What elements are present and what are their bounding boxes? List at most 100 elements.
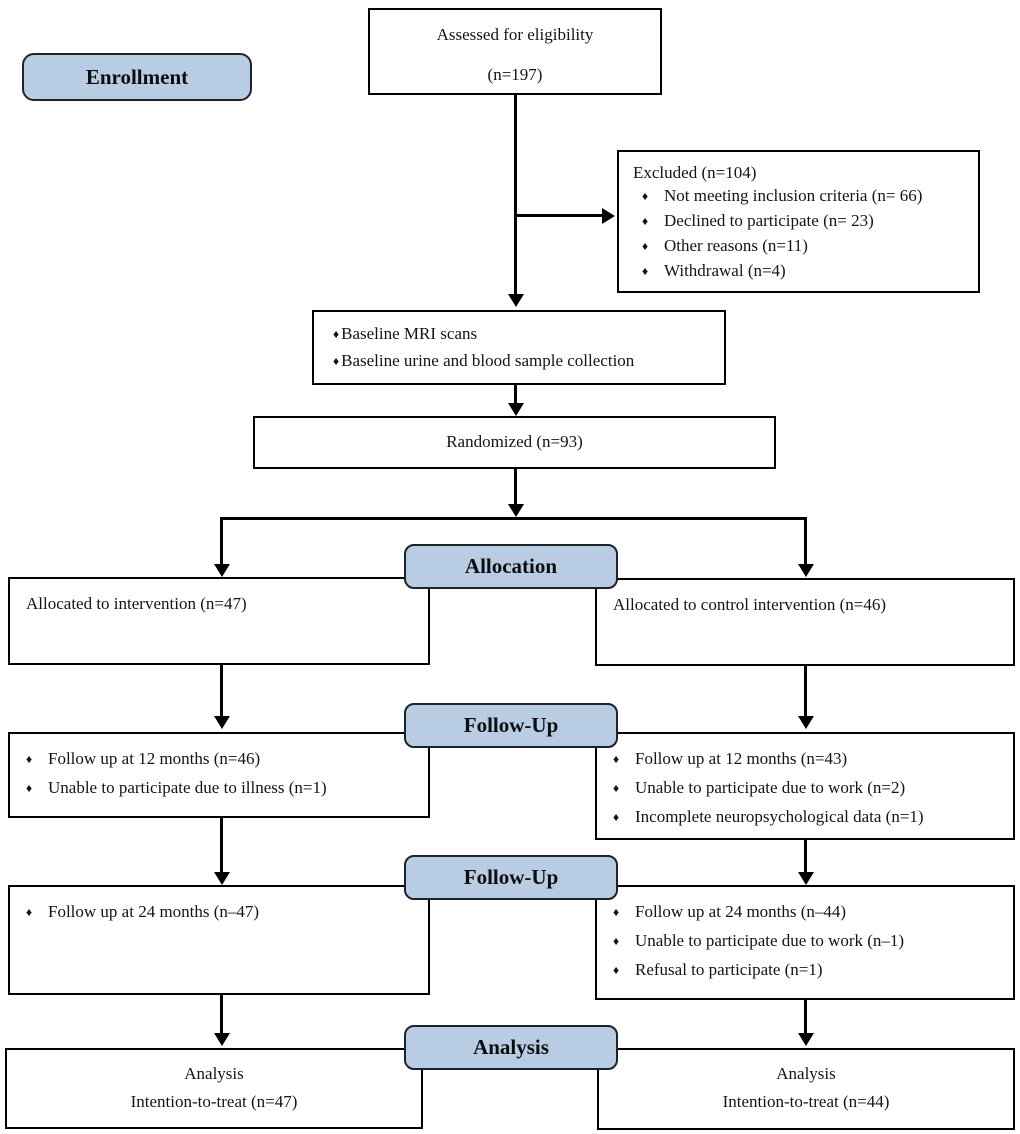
arrowhead-down-analysis-right: [798, 1033, 814, 1046]
followup-12m-control-box: ♦ Follow up at 12 months (n=43) ♦ Unable…: [595, 732, 1015, 840]
assessed-count: (n=197): [487, 64, 543, 84]
excluded-item-text: Withdrawal (n=4): [664, 261, 786, 280]
followup-item-text: Unable to participate due to work (n=2): [635, 778, 906, 797]
followup-item-text: Unable to participate due to illness (n=…: [48, 778, 327, 797]
connector-fu1-to-fu2-left-line: [220, 818, 223, 872]
arrowhead-down-split: [508, 504, 524, 517]
excluded-item: ♦ Declined to participate (n= 23): [642, 209, 968, 234]
assessed-for-eligibility-box: Assessed for eligibility (n=197): [368, 8, 662, 95]
connector-alloc-to-fu1-left-line: [220, 665, 223, 716]
allocation-intervention-text: Allocated to intervention (n=47): [26, 594, 247, 613]
followup1-label: Follow-Up: [463, 713, 559, 737]
allocation-intervention-box: Allocated to intervention (n=47): [8, 577, 430, 665]
analysis-right-line1: Analysis: [776, 1064, 836, 1083]
analysis-intervention-box: Analysis Intention-to-treat (n=47): [5, 1048, 423, 1129]
arrowhead-down-fu1-right: [798, 716, 814, 729]
analysis-right-line2: Intention-to-treat (n=44): [722, 1092, 890, 1111]
excluded-item: ♦ Other reasons (n=11): [642, 234, 968, 259]
followup-item-text: Follow up at 12 months (n=46): [48, 749, 261, 768]
connector-fu2-to-analysis-left-line: [220, 995, 223, 1033]
connector-baseline-to-randomized-line: [514, 385, 517, 403]
arrowhead-down-fu2-left: [214, 872, 230, 885]
arrowhead-down-fu1-left: [214, 716, 230, 729]
arrowhead-down-alloc-left: [214, 564, 230, 577]
arrowhead-down-randomized: [508, 403, 524, 416]
baseline-item: ♦ Baseline MRI scans: [333, 321, 716, 348]
followup-item: ♦ Unable to participate due to work (n=2…: [613, 774, 1003, 803]
followup-item-text: Follow up at 24 months (n–44): [635, 902, 847, 921]
arrowhead-down-baseline: [508, 294, 524, 307]
followup-24m-control-box: ♦ Follow up at 24 months (n–44) ♦ Unable…: [595, 885, 1015, 1000]
stage-label-followup-2: Follow-Up: [404, 855, 618, 900]
diamond-bullet-icon: ♦: [26, 781, 33, 795]
baseline-item: ♦ Baseline urine and blood sample collec…: [333, 348, 716, 375]
connector-fu1-to-fu2-right-line: [804, 840, 807, 872]
followup-12m-intervention-box: ♦ Follow up at 12 months (n=46) ♦ Unable…: [8, 732, 430, 818]
allocation-control-text: Allocated to control intervention (n=46): [613, 595, 887, 614]
allocation-label: Allocation: [464, 554, 558, 578]
diamond-bullet-icon: ♦: [333, 327, 340, 341]
diamond-bullet-icon: ♦: [642, 239, 649, 253]
stage-label-allocation: Allocation: [404, 544, 618, 589]
followup2-label: Follow-Up: [463, 865, 559, 889]
allocation-control-box: Allocated to control intervention (n=46): [595, 578, 1015, 666]
analysis-left-line1: Analysis: [184, 1064, 244, 1083]
diamond-bullet-icon: ♦: [26, 905, 33, 919]
followup-item: ♦ Follow up at 12 months (n=43): [613, 745, 1003, 774]
followup-item: ♦ Follow up at 12 months (n=46): [26, 745, 418, 774]
connector-randomized-down-line: [514, 469, 517, 504]
arrowhead-down-alloc-right: [798, 564, 814, 577]
diamond-bullet-icon: ♦: [642, 214, 649, 228]
arrowhead-down-fu2-right: [798, 872, 814, 885]
analysis-label: Analysis: [473, 1035, 549, 1059]
assessed-line1: Assessed for eligibility: [436, 25, 594, 44]
followup-24m-intervention-box: ♦ Follow up at 24 months (n–47): [8, 885, 430, 995]
stage-label-enrollment: Enrollment: [22, 53, 252, 101]
baseline-procedures-box: ♦ Baseline MRI scans ♦ Baseline urine an…: [312, 310, 726, 385]
followup-item-text: Unable to participate due to work (n–1): [635, 931, 905, 950]
split-horizontal-line: [220, 517, 807, 520]
excluded-box: Excluded (n=104) ♦ Not meeting inclusion…: [617, 150, 980, 293]
followup-item: ♦ Follow up at 24 months (n–44): [613, 898, 1003, 927]
randomized-box: Randomized (n=93): [253, 416, 776, 469]
followup-item-text: Follow up at 24 months (n–47): [48, 902, 260, 921]
diamond-bullet-icon: ♦: [26, 752, 33, 766]
split-right-drop-line: [804, 517, 807, 564]
analysis-control-box: Analysis Intention-to-treat (n=44): [597, 1048, 1015, 1130]
baseline-item-text: Baseline MRI scans: [341, 324, 478, 343]
split-left-drop-line: [220, 517, 223, 564]
stage-label-followup-1: Follow-Up: [404, 703, 618, 748]
excluded-item: ♦ Withdrawal (n=4): [642, 259, 968, 284]
enrollment-label: Enrollment: [85, 64, 189, 89]
diamond-bullet-icon: ♦: [613, 934, 620, 948]
diamond-bullet-icon: ♦: [613, 810, 620, 824]
excluded-item: ♦ Not meeting inclusion criteria (n= 66): [642, 184, 968, 209]
excluded-title: Excluded (n=104): [633, 163, 757, 182]
followup-item: ♦ Incomplete neuropsychological data (n=…: [613, 803, 1003, 832]
excluded-item-text: Not meeting inclusion criteria (n= 66): [664, 186, 923, 205]
arrowhead-right-excluded: [602, 208, 615, 224]
diamond-bullet-icon: ♦: [642, 264, 649, 278]
followup-item: ♦ Refusal to participate (n=1): [613, 956, 1003, 985]
followup-item: ♦ Follow up at 24 months (n–47): [26, 898, 418, 927]
baseline-item-text: Baseline urine and blood sample collecti…: [341, 351, 635, 370]
followup-item-text: Follow up at 12 months (n=43): [635, 749, 848, 768]
analysis-left-line2: Intention-to-treat (n=47): [130, 1092, 298, 1111]
diamond-bullet-icon: ♦: [642, 189, 649, 203]
diamond-bullet-icon: ♦: [333, 354, 340, 368]
excluded-item-text: Declined to participate (n= 23): [664, 211, 874, 230]
diamond-bullet-icon: ♦: [613, 905, 620, 919]
diamond-bullet-icon: ♦: [613, 963, 620, 977]
followup-item-text: Refusal to participate (n=1): [635, 960, 823, 979]
connector-alloc-to-fu1-right-line: [804, 666, 807, 716]
followup-item: ♦ Unable to participate due to work (n–1…: [613, 927, 1003, 956]
connector-excluded-branch-line: [517, 214, 602, 217]
arrowhead-down-analysis-left: [214, 1033, 230, 1046]
followup-item-text: Incomplete neuropsychological data (n=1): [635, 807, 924, 826]
randomized-text: Randomized (n=93): [446, 432, 583, 452]
stage-label-analysis: Analysis: [404, 1025, 618, 1070]
diamond-bullet-icon: ♦: [613, 781, 620, 795]
followup-item: ♦ Unable to participate due to illness (…: [26, 774, 418, 803]
diamond-bullet-icon: ♦: [613, 752, 620, 766]
